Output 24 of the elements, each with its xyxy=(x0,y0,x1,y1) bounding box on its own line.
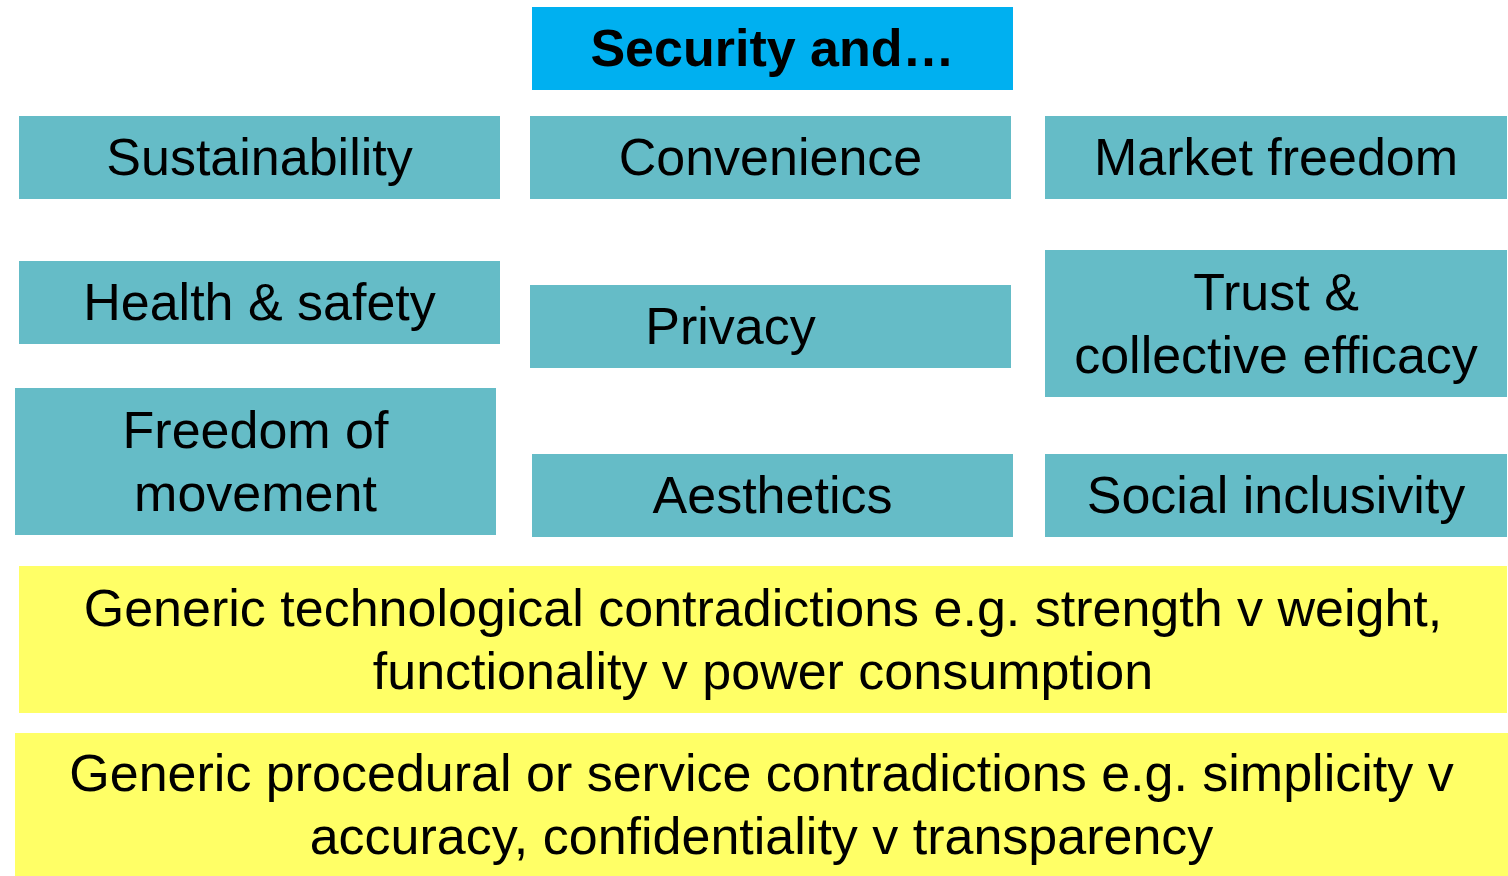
box-label: Privacy xyxy=(645,296,816,358)
box-label: Aesthetics xyxy=(652,465,893,527)
box-label: Freedom of movement xyxy=(121,400,390,524)
value-box xyxy=(1045,116,1507,199)
box-label: Trust & collective efficacy xyxy=(1073,262,1479,386)
value-box xyxy=(1045,454,1507,537)
box-label: Generic technological contradictions e.g. strength v weight, functionality v power consumption xyxy=(82,578,1444,702)
value-box xyxy=(19,116,500,199)
box-label: Generic procedural or service contradictions e.g. simplicity v accuracy, confidentiality v transparency xyxy=(68,743,1455,867)
value-box xyxy=(1045,250,1507,397)
value-box xyxy=(530,116,1011,199)
contradiction-box xyxy=(19,566,1507,713)
box-label: Convenience xyxy=(618,127,923,189)
box-label: Security and… xyxy=(590,18,955,80)
box-label: Health & safety xyxy=(83,272,436,334)
value-box xyxy=(15,388,496,535)
value-box xyxy=(532,454,1013,537)
box-label: Social inclusivity xyxy=(1086,465,1466,527)
title-box xyxy=(532,7,1013,90)
box-label: Market freedom xyxy=(1093,127,1459,189)
value-box xyxy=(19,261,500,344)
contradiction-box xyxy=(15,733,1508,876)
box-label: Sustainability xyxy=(106,127,413,189)
value-box xyxy=(530,285,1011,368)
